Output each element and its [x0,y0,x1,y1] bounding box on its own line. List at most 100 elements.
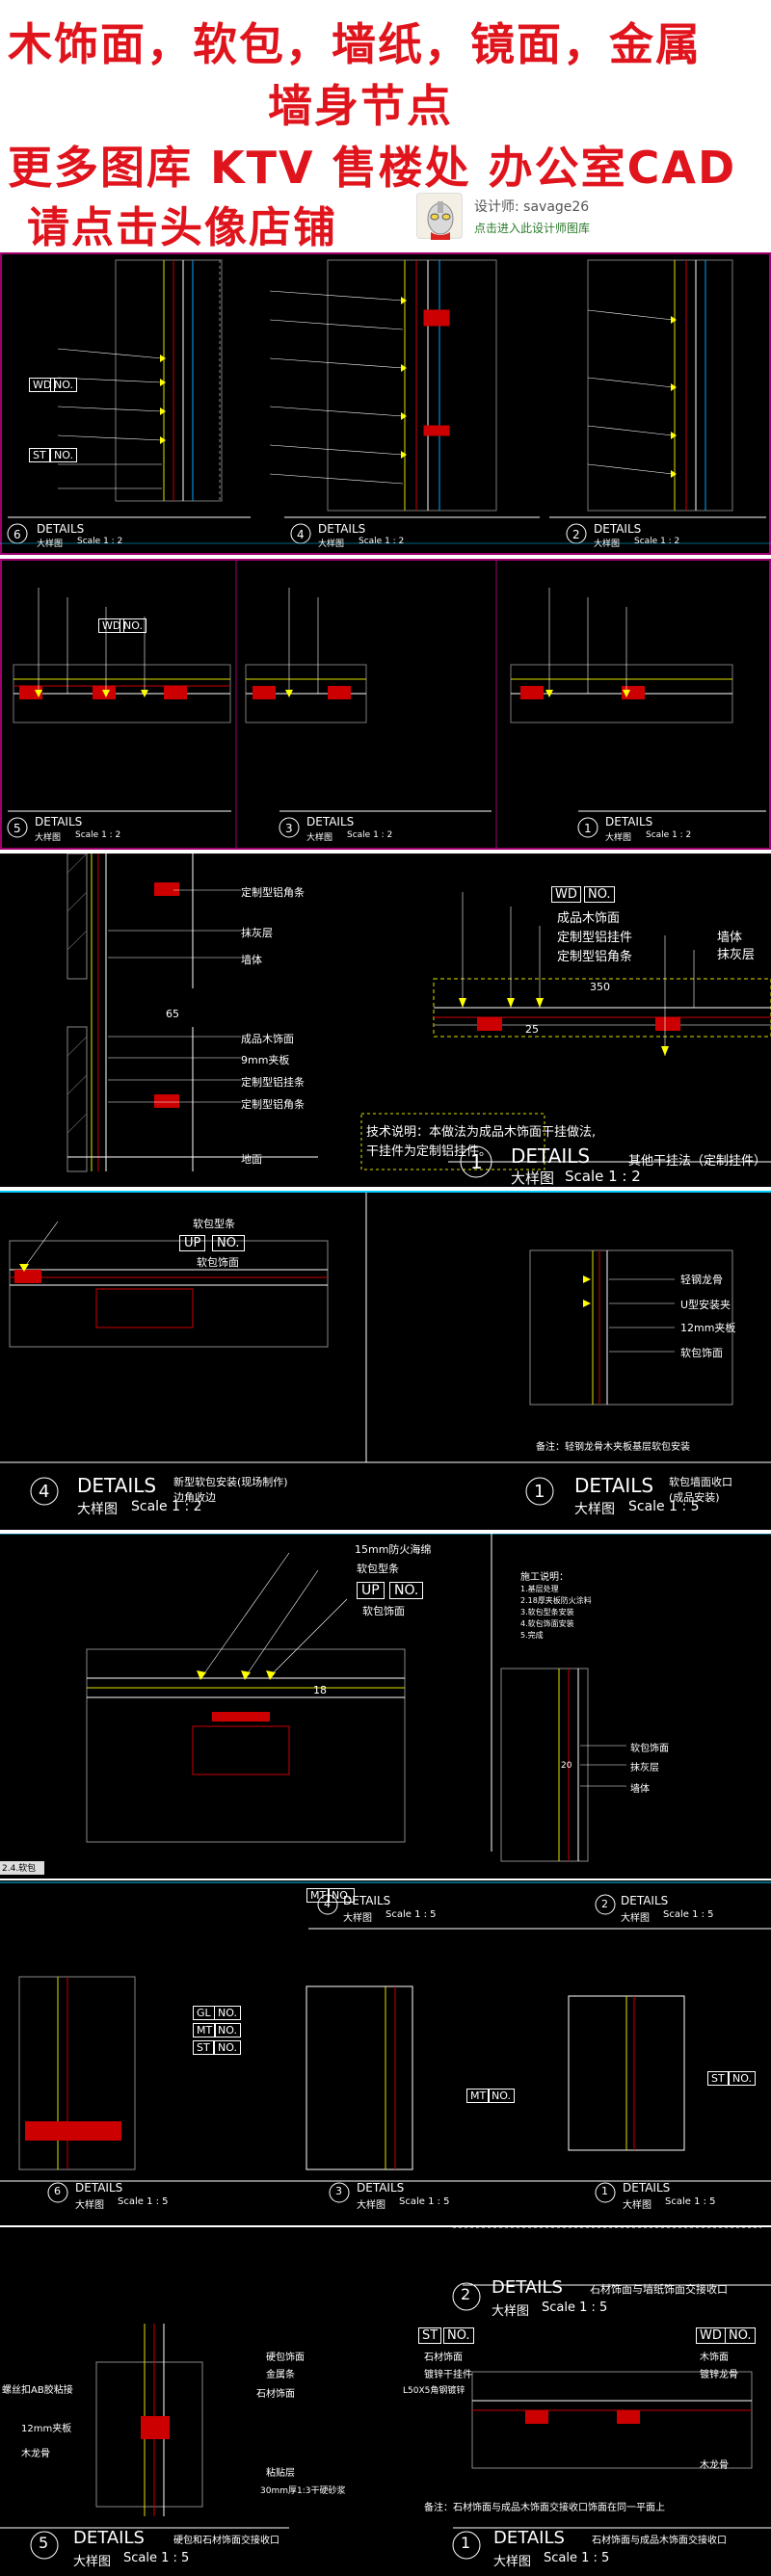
dimension: 65 [166,1008,179,1020]
tag-no: NO. [50,448,77,462]
tag-wd: WD [696,2327,726,2344]
tech-note: 技术说明：本做法为成品木饰面干挂做法, [366,1125,597,1140]
detail-number: 1 [601,2185,608,2197]
tag-wd: WD [29,378,56,392]
sheet2-drawing [0,559,771,850]
detail-number: 1 [584,822,592,835]
detail-title: DETAILS [492,2277,563,2298]
tag-no: NO. [725,2327,756,2344]
detail-number: 5 [13,822,21,835]
detail-sub: 大样图 [574,1502,615,1517]
detail-number: 3 [285,822,293,835]
detail-title: DETAILS [594,522,642,536]
tag-st: ST [193,2040,214,2055]
detail-scale: Scale 1 : 5 [118,2196,169,2207]
designer-card[interactable]: 设计师: savage26 点击进入此设计师图库 [416,193,648,243]
tag-st: ST [707,2071,729,2086]
label: 粘贴层 [266,2468,295,2479]
label: 成品木饰面 [557,911,621,926]
tag-wd: WD [551,886,581,903]
detail-title: DETAILS [343,1894,391,1907]
note: 备注：轻钢龙骨木夹板基层软包安装 [536,1442,690,1453]
label: L50X5角钢镀锌 [403,2386,465,2396]
label: 软包型条 [357,1563,399,1575]
designer-link[interactable]: 点击进入此设计师图库 [474,222,591,235]
detail-number: 4 [39,1482,50,1502]
detail-sub: 大样图 [594,539,621,549]
dimension: 25 [525,1023,539,1036]
label: 软包饰面 [362,1605,405,1617]
detail-desc: 硬包和石材饰面交接收口 [173,2536,279,2546]
tag-mt: MT [466,2089,491,2103]
label: 15mm防火海绵 [355,1543,432,1556]
divider [0,1530,771,1534]
detail-scale: Scale 1 : 5 [542,2300,608,2315]
detail-title: DETAILS [306,815,355,828]
detail-desc: 石材饰面与墙纸饰面交接收口 [590,2283,728,2296]
avatar[interactable] [416,193,463,240]
divider [0,2225,771,2227]
label: 木饰面 [700,2353,729,2363]
label: 镀锌干挂件 [424,2370,472,2380]
tag-mt: MT [193,2023,217,2037]
label: 木龙骨 [21,2449,50,2459]
sheet6-drawing [0,1881,771,2203]
label: 墙体 [630,1784,650,1795]
note-line: 3.软包型条安装 [520,1608,574,1617]
detail-scale: Scale 1 : 2 [77,537,123,546]
detail-number: 1 [461,2534,471,2552]
detail-title: DETAILS [621,1894,669,1907]
label: 地面 [241,1153,262,1166]
detail-title: DETAILS [73,2528,145,2548]
note-line: 1.基层处理 [520,1585,559,1593]
tag-st: ST [418,2327,442,2344]
ultraman-avatar-icon [427,201,454,240]
detail-scale: Scale 1 : 2 [646,830,692,840]
label: 墙体 [241,954,262,966]
designer-name: 设计师: savage26 [474,199,590,215]
detail-scale: Scale 1 : 2 [634,537,680,546]
detail-number: 3 [335,2185,342,2197]
detail-desc: 其他干挂法（定制挂件） [628,1154,767,1169]
sheet5-drawing [0,1534,771,1875]
detail-scale: Scale 1 : 5 [665,2196,716,2207]
dimension: 18 [313,1684,327,1696]
detail-title: DETAILS [623,2181,671,2195]
tag-no: NO. [729,2071,756,2086]
detail-title: DETAILS [77,1474,157,1497]
detail-sub: 大样图 [357,2200,386,2211]
detail-number: 2 [461,2285,471,2303]
tag-no: NO. [443,2327,474,2344]
label: 定制型铝角条 [241,886,305,899]
tag-no: NO. [389,1582,424,1599]
tag-no: NO. [488,2089,515,2103]
label: 软包型条 [193,1218,235,1230]
tag-gl: GL [193,2006,215,2020]
layout-tab[interactable]: 2.4.软包 [2,1864,37,1874]
detail-sub: 大样图 [493,2555,532,2569]
detail-sub: 大样图 [605,833,632,843]
detail-desc: 新型软包安装(现场制作) [173,1476,288,1488]
tag-no: NO. [214,2006,241,2020]
cad-sheet-7: 2 DETAILS 石材饰面与墙纸饰面交接收口 大样图 Scale 1 : 5 … [0,2227,771,2576]
label: 抹灰层 [241,927,273,939]
label: 镀锌龙骨 [700,2370,738,2380]
banner-line-1: 木饰面，软包，墙纸，镜面，金属 [8,18,702,70]
label: 轻钢龙骨 [680,1274,723,1286]
tag-wd: WD [98,618,125,633]
detail-desc: 软包墙面收口 [669,1476,732,1488]
detail-scale: Scale 1 : 2 [131,1499,202,1514]
label: 软包饰面 [630,1744,669,1754]
detail-desc: 边角收边 [173,1491,216,1504]
detail-title: DETAILS [357,2181,405,2195]
detail-scale: Scale 1 : 2 [565,1168,641,1185]
label: 硬包饰面 [266,2353,305,2363]
detail-scale: Scale 1 : 5 [628,1499,700,1514]
detail-number: 1 [470,1150,483,1173]
banner-line-4[interactable]: 请点击头像店铺 [27,203,337,252]
detail-sub: 大样图 [623,2200,651,2211]
tag-no: NO. [50,378,77,392]
detail-number: 6 [54,2185,61,2197]
label: 石材饰面 [424,2353,463,2363]
tag-no: NO. [214,2040,241,2055]
